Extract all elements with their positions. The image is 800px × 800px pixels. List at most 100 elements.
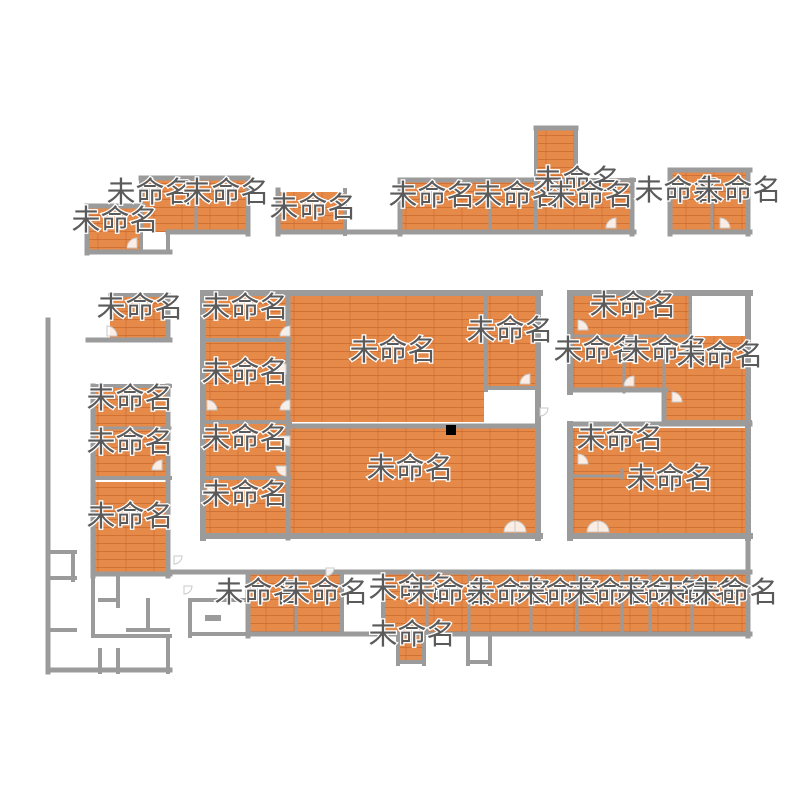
room-label-r09: 未命名 (634, 173, 721, 207)
door-swing-icon (514, 520, 527, 533)
room-label-r28: 未命名 (214, 575, 301, 609)
room-floor-r10 (712, 172, 748, 232)
door-swing-icon (623, 375, 635, 387)
room-floor-r33 (469, 574, 531, 632)
room-label-r23: 未命名 (366, 451, 453, 485)
room-label-r32: 未命名 (406, 575, 493, 609)
door-swing-icon (126, 237, 138, 249)
room-floor-r31 (398, 632, 422, 662)
black-marker (446, 425, 456, 435)
room-floor-r23 (288, 428, 536, 538)
room-floor-r13 (288, 296, 484, 422)
room-floor-r26 (205, 478, 288, 536)
room-label-r33: 未命名 (466, 575, 553, 609)
room-floor-r29 (296, 574, 342, 632)
door-swing-icon (577, 453, 589, 465)
room-label-r18: 未命名 (621, 333, 708, 367)
room-label-r02: 未命名 (106, 175, 193, 209)
door-swing-icon (183, 585, 193, 595)
room-label-r31: 未命名 (368, 617, 455, 651)
room-label-r04: 未命名 (269, 190, 356, 224)
room-label-r16: 未命名 (589, 288, 676, 322)
room-label-r36: 未命名 (616, 575, 703, 609)
door-swing-icon (206, 485, 218, 497)
room-floor-r32 (427, 574, 469, 632)
door-swing-icon (275, 363, 287, 375)
door-swing-icon (577, 319, 589, 331)
room-label-r20: 未命名 (86, 381, 173, 415)
room-floor-r07 (537, 130, 575, 185)
room-label-r14: 未命名 (466, 313, 553, 347)
room-label-r05: 未命名 (388, 178, 475, 212)
room-floor-r36 (622, 574, 650, 632)
door-swing-icon (275, 465, 287, 477)
room-label-r24: 未命名 (576, 421, 663, 455)
door-swing-icon (279, 325, 291, 337)
room-floors (88, 130, 748, 662)
room-labels: 未命名未命名未命名未命名未命名未命名未命名未命名未命名未命名未命名未命名未命名未… (70, 162, 783, 653)
room-floor-r19 (664, 336, 746, 424)
room-floor-r38 (692, 574, 746, 632)
room-floor-r14 (486, 296, 538, 388)
room-label-r25: 未命名 (626, 461, 713, 495)
door-swing-icon (671, 391, 683, 403)
door-swing-icon (151, 459, 163, 471)
room-floor-r04 (279, 192, 345, 232)
door-swing-icon (279, 399, 291, 411)
door-swing-icon (539, 407, 549, 417)
room-floor-r12 (205, 296, 288, 338)
room-label-r38: 未命名 (691, 575, 778, 609)
room-label-r12: 未命名 (201, 290, 288, 324)
door-swing-icon (173, 555, 183, 565)
room-label-r35: 未命名 (566, 575, 653, 609)
room-label-r10: 未命名 (694, 173, 781, 207)
room-floor-r06 (490, 182, 535, 232)
room-label-r27: 未命名 (86, 499, 173, 533)
room-label-r01: 未命名 (71, 203, 158, 237)
door-swing-icon (519, 373, 531, 385)
room-label-r17: 未命名 (553, 333, 640, 367)
room-label-r11: 未命名 (96, 290, 183, 324)
room-floor-r35 (577, 574, 622, 632)
door-swing-icon (206, 399, 218, 411)
door-swing-icon (279, 435, 291, 447)
room-floor-r37 (650, 574, 692, 632)
room-label-r22: 未命名 (201, 421, 288, 455)
room-label-r07: 未命名 (533, 163, 620, 197)
door-swing-icon (106, 325, 118, 337)
room-label-r03: 未命名 (182, 175, 269, 209)
room-label-r19: 未命名 (676, 338, 763, 372)
room-floor-r11 (110, 296, 168, 338)
room-label-r21: 未命名 (86, 425, 173, 459)
room-floor-r17 (572, 336, 624, 391)
room-floor-r16 (572, 296, 692, 336)
room-floor-r22 (205, 422, 288, 476)
room-floor-r28 (250, 574, 296, 632)
room-label-r34: 未命名 (516, 575, 603, 609)
room-label-r29: 未命名 (281, 575, 368, 609)
room-floor-r05 (402, 182, 490, 232)
room-floor-r09 (672, 172, 712, 232)
room-floor-r03 (196, 180, 246, 232)
door-swing-icon (605, 217, 617, 229)
room-label-r13: 未命名 (349, 333, 436, 367)
room-floor-r02 (143, 180, 195, 232)
walls (45, 125, 753, 675)
room-label-r26: 未命名 (201, 477, 288, 511)
room-floor-r27 (94, 482, 168, 574)
room-label-r30: 未命名 (368, 571, 455, 605)
room-label-r06: 未命名 (473, 178, 560, 212)
room-floor-r25 (572, 428, 746, 534)
room-floor-r30 (383, 574, 427, 632)
doors (106, 217, 731, 595)
door-swing-icon (325, 567, 335, 577)
room-floor-r34 (531, 574, 577, 632)
room-label-r37: 未命名 (656, 575, 743, 609)
room-label-r15: 未命名 (201, 355, 288, 389)
door-swing-icon (719, 217, 731, 229)
room-floor-r20 (94, 388, 168, 428)
room-label-r08: 未命名 (546, 178, 633, 212)
door-swing-icon (597, 520, 610, 533)
room-floor-r15 (205, 340, 288, 420)
